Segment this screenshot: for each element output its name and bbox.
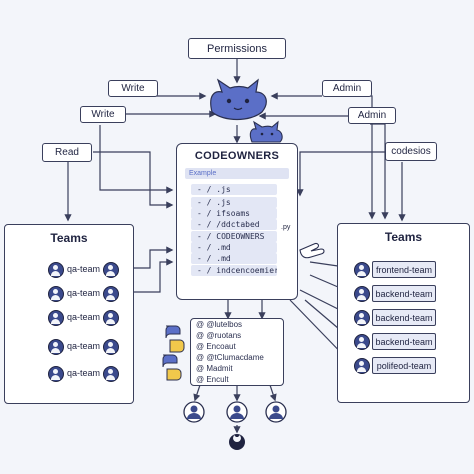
small-cat-icon [249,120,283,143]
teams-title: Teams [50,231,88,245]
avatar [103,366,119,382]
owner-item: @ @tClumacdame [196,353,264,362]
team-pill[interactable]: backend-team [372,333,436,350]
avatar [48,366,64,382]
team-label: qa-team [67,264,101,274]
codeowners-line: - / .js [191,197,277,208]
codeowners-line: - / /ddctabed [191,219,277,230]
example-bar: Example [185,168,289,179]
teams-panel-left: Teams qa-team qa-team qa-team qa-team qa… [4,224,134,404]
avatar [354,334,370,350]
team-row[interactable]: qa-team [5,309,135,327]
team-label: backend-team [375,312,433,323]
avatar [48,262,64,278]
admin-label: Admin [357,110,387,121]
user-avatar-icon [265,401,287,423]
avatar [354,358,370,374]
owner-item: @ @lutelbos [196,320,243,329]
admin-label: Admin [332,83,362,94]
example-label: Example [189,170,217,177]
permissions-box: Permissions [188,38,286,59]
team-label: qa-team [67,368,101,378]
avatar [354,262,370,278]
owner-item: @ @ruotans [196,331,242,340]
team-label: qa-team [67,312,101,322]
user-avatar-icon [183,401,205,423]
python-icon [165,325,185,353]
team-pill[interactable]: backend-team [372,309,436,326]
avatar [48,310,64,326]
codeowners-line: - / ifsoams [191,208,277,219]
codeowners-line: - / CODEOWNERS [191,231,277,242]
team-label: backend-team [375,336,433,347]
team-label: qa-team [67,288,101,298]
avatar [103,339,119,355]
team-label: qa-team [67,341,101,351]
permissions-label: Permissions [207,42,267,55]
owner-item: @ Madmit [196,364,233,373]
avatar [48,339,64,355]
write-box-top: Write [108,80,158,97]
avatar [354,310,370,326]
owner-item: @ Encult [196,375,229,384]
codeowners-line: - / .md [191,253,277,264]
cat-mascot-icon [210,78,267,121]
read-box: Read [42,143,92,162]
read-label: Read [55,147,79,158]
codeowners-panel: CODEOWNERS Example - / .js - / .js - / i… [176,143,298,300]
team-label: frontend-team [375,264,433,275]
team-pill[interactable]: backend-team [372,285,436,302]
team-pill[interactable]: polifeod-team [372,357,436,374]
team-pill[interactable]: frontend-team [372,261,436,278]
team-label: polifeod-team [376,360,432,371]
write-box-left: Write [80,106,126,123]
file-tag: .py [281,224,291,231]
owner-item: @ Encoaut [196,342,236,351]
codeowners-line: - / indcencoemiers [191,265,277,276]
avatar [48,286,64,302]
codeowners-title: CODEOWNERS [194,150,280,162]
python-icon [162,354,182,381]
owners-list-panel [190,318,284,386]
user-avatar-icon [226,401,248,423]
team-row[interactable]: qa-team [5,365,135,383]
write-label: Write [91,109,115,120]
avatar [103,262,119,278]
write-label: Write [121,83,145,94]
codeowners-line: - / .md [191,242,277,253]
codeowners-line: - / .js [191,184,277,195]
teams-title: Teams [384,230,423,244]
team-label: backend-team [375,288,433,299]
avatar [354,286,370,302]
admin-box-right: Admin [348,107,396,124]
avatar [103,286,119,302]
hand-pointer-icon [299,242,325,259]
github-icon [229,434,245,450]
team-row[interactable]: qa-team [5,338,135,356]
admin-box-top: Admin [322,80,372,97]
codesios-label: codesios [391,146,431,157]
team-row[interactable]: qa-team [5,261,135,279]
codesios-box: codesios [385,142,437,161]
team-row[interactable]: qa-team [5,285,135,303]
avatar [103,310,119,326]
teams-panel-right: Teams frontend-team backend-team backend… [337,223,470,403]
